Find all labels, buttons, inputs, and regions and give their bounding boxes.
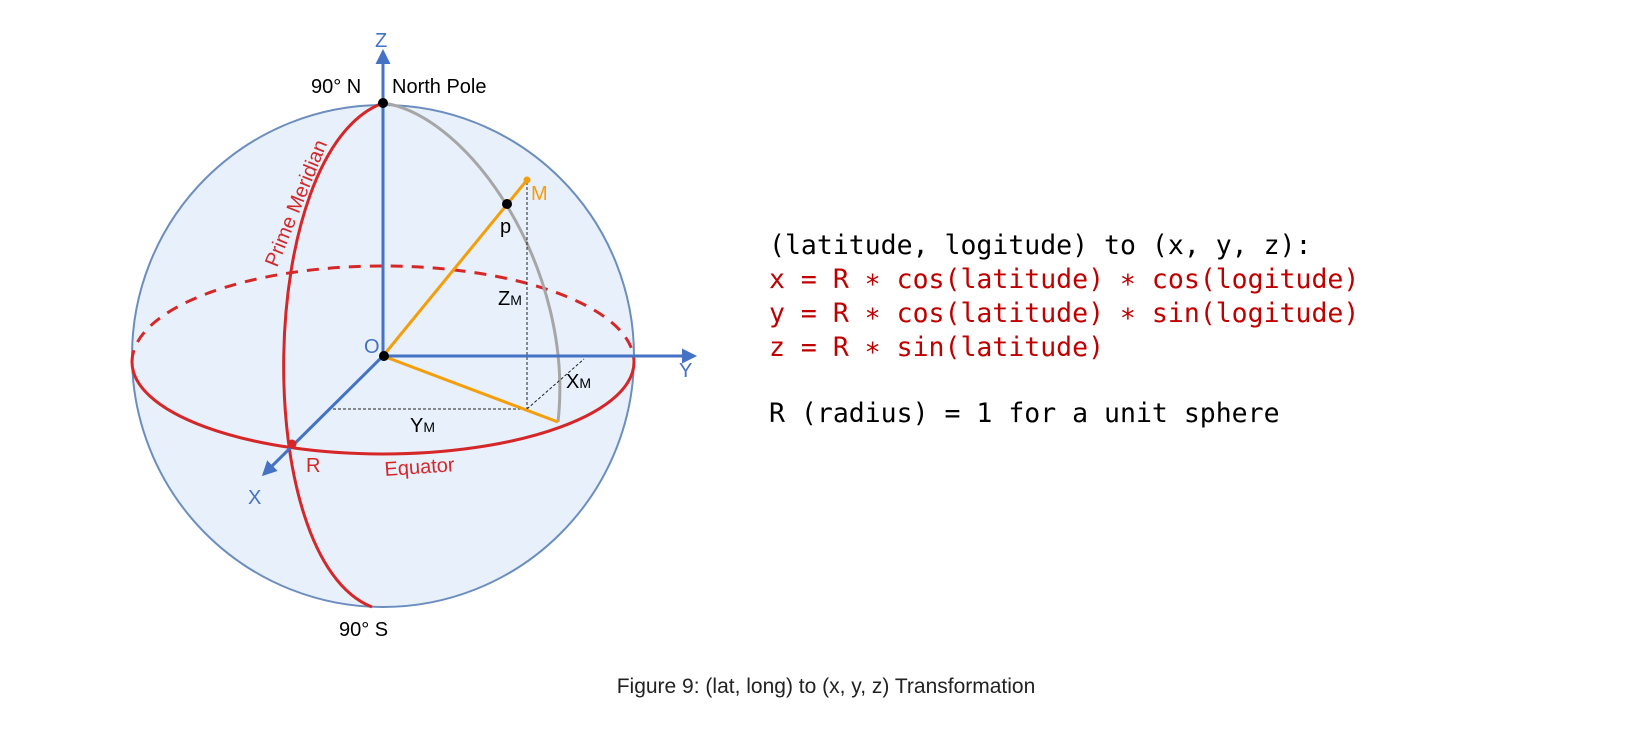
point-p	[502, 199, 512, 209]
projection-lines	[333, 182, 585, 410]
radius-note: R (radius) = 1 for a unit sphere	[769, 398, 1280, 429]
origin-point	[379, 351, 389, 361]
meridian-m	[382, 101, 562, 423]
origin-label: O	[364, 336, 380, 358]
x-axis-label: X	[248, 487, 261, 509]
north-latitude-label: 90° N	[311, 76, 361, 98]
y-axis-label: Y	[679, 360, 692, 382]
z-axis-label: Z	[375, 30, 387, 52]
x-axis	[261, 354, 385, 477]
equator-label: Equator	[384, 454, 456, 481]
north-pole-point	[378, 98, 388, 108]
point-r-label: R	[306, 455, 320, 477]
south-latitude-label: 90° S	[339, 619, 388, 641]
point-m	[523, 176, 531, 184]
z-m-label: ZM	[498, 288, 522, 310]
x-m-label: XM	[566, 371, 591, 393]
figure-caption: Figure 9: (lat, long) to (x, y, z) Trans…	[616, 675, 1036, 698]
formula-x: x = R ∗ cos(latitude) ∗ cos(logitude)	[769, 264, 1359, 295]
prime-meridian	[282, 101, 384, 609]
north-pole-label: North Pole	[392, 76, 487, 98]
formula-z: z = R ∗ sin(latitude)	[769, 332, 1104, 363]
point-p-label: p	[500, 216, 511, 238]
point-m-label: M	[531, 183, 548, 205]
formula-heading: (latitude, logitude) to (x, y, z):	[769, 230, 1311, 261]
vector-om-projection	[382, 354, 559, 424]
vector-om	[381, 179, 529, 357]
point-r	[287, 439, 297, 449]
equator-front	[130, 361, 636, 456]
y-m-label: YM	[410, 415, 435, 437]
formula-y: y = R ∗ cos(latitude) ∗ sin(logitude)	[769, 298, 1359, 329]
